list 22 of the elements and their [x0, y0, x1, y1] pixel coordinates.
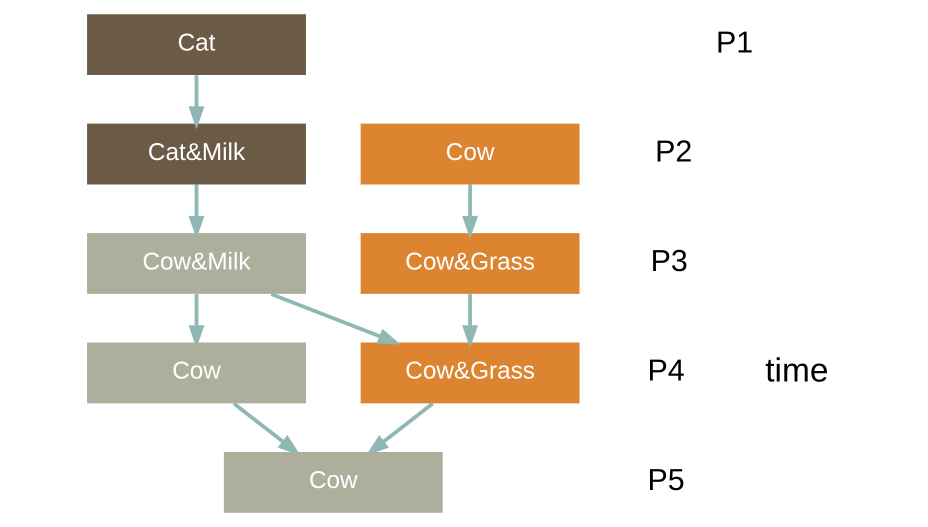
label: time	[765, 352, 828, 390]
label: P5	[648, 462, 685, 497]
arrow	[366, 402, 434, 456]
arrow	[462, 294, 478, 348]
label: P1	[716, 25, 754, 60]
label: P2	[655, 134, 692, 169]
label: P3	[650, 244, 688, 278]
arrow	[188, 75, 204, 130]
node-box: Cow	[360, 124, 580, 184]
node-box: Cow	[224, 452, 443, 513]
arrow	[188, 184, 204, 239]
arrow	[462, 184, 478, 239]
arrow	[188, 294, 204, 348]
node-box: Cow	[87, 342, 306, 404]
node-box: Cow&Grass	[360, 342, 580, 404]
arrow	[270, 292, 401, 344]
node-box: Cow&Milk	[87, 233, 306, 294]
label: P4	[648, 354, 685, 388]
arrow	[232, 402, 300, 456]
node-box: Cat&Milk	[87, 124, 306, 184]
node-box: Cow&Grass	[360, 233, 580, 294]
node-box: Cat	[87, 14, 306, 76]
